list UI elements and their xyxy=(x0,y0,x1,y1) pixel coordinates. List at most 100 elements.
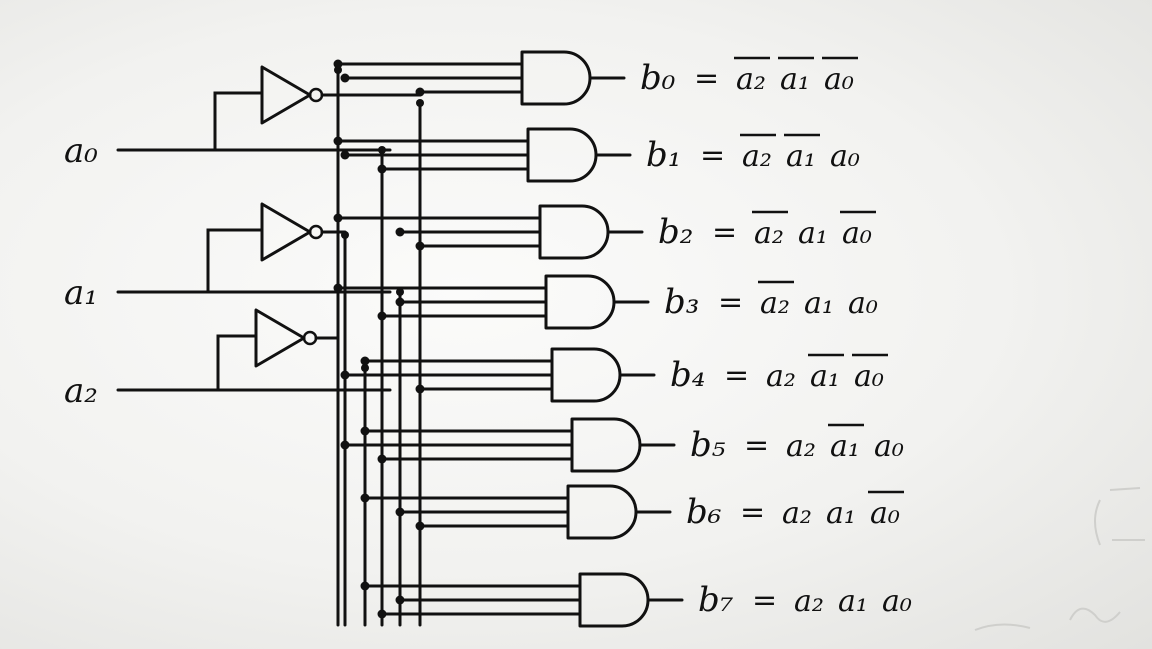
output-1-term-2: a₀ xyxy=(830,139,860,174)
input-label-2: a₂ xyxy=(64,371,98,411)
and-gate-6 xyxy=(566,484,638,540)
output-3-term-2: a₀ xyxy=(848,286,878,321)
ghost-scribble xyxy=(974,623,1031,631)
output-0-term-2: a₀ xyxy=(824,62,854,97)
and-gate-1 xyxy=(526,127,598,183)
junction-7-0 xyxy=(360,581,370,591)
output-2-term-1: a₁ xyxy=(798,216,828,251)
junction-layer xyxy=(333,59,425,619)
ghost-mark-top xyxy=(1094,487,1145,546)
output-4-term-1: a₁ xyxy=(810,359,840,394)
output-3-term-0: a₂ xyxy=(760,286,790,321)
bus-junction-a0 xyxy=(378,146,386,154)
output-7-term-2: a₀ xyxy=(882,584,912,619)
bus-junction-a1 xyxy=(396,288,404,296)
junction-0-0 xyxy=(333,59,343,69)
inverter-feed-0 xyxy=(213,91,264,152)
output-name-6: b₆ xyxy=(686,492,721,532)
inverter-feed-2 xyxy=(216,334,258,392)
junction-4-1 xyxy=(340,370,350,380)
output-1-term-0: a₂ xyxy=(742,139,772,174)
and-gate-7 xyxy=(578,572,650,628)
output-2-term-0: a₂ xyxy=(754,216,784,251)
ghost-mark-bottom xyxy=(1069,607,1121,623)
junction-5-2 xyxy=(377,454,387,464)
output-7-term-0: a₂ xyxy=(794,584,824,619)
bus-junction-a1n xyxy=(341,231,349,239)
output-4-term-0: a₂ xyxy=(766,359,796,394)
equals-sign-4: = xyxy=(724,358,749,393)
inverter-gate-0 xyxy=(260,65,312,125)
junction-3-0 xyxy=(333,283,343,293)
output-3-term-1: a₁ xyxy=(804,286,834,321)
junction-1-2 xyxy=(377,164,387,174)
output-name-5: b₅ xyxy=(690,425,726,465)
inverter-bubble-0 xyxy=(308,87,324,103)
equals-sign-5: = xyxy=(744,428,769,463)
equals-sign-3: = xyxy=(718,285,743,320)
bleed-through-marks xyxy=(974,487,1145,631)
and-gate-5 xyxy=(570,417,642,473)
gate-layer xyxy=(254,50,650,628)
and-gate-4 xyxy=(550,347,622,403)
junction-1-0 xyxy=(333,136,343,146)
inverter-bubble-1 xyxy=(308,224,324,240)
junction-6-0 xyxy=(360,493,370,503)
junction-6-2 xyxy=(415,521,425,531)
output-name-3: b₃ xyxy=(664,282,699,322)
junction-1-1 xyxy=(340,150,350,160)
output-0-term-0: a₂ xyxy=(736,62,766,97)
output-7-term-1: a₁ xyxy=(838,584,868,619)
inverter-feed-1 xyxy=(206,228,264,294)
output-5-term-1: a₁ xyxy=(830,429,860,464)
equals-sign-2: = xyxy=(712,215,737,250)
output-1-term-1: a₁ xyxy=(786,139,816,174)
inverter-gate-1 xyxy=(260,202,312,262)
junction-4-0 xyxy=(360,356,370,366)
junction-7-2 xyxy=(377,609,387,619)
and-gate-0 xyxy=(520,50,592,106)
output-5-term-0: a₂ xyxy=(786,429,816,464)
output-6-term-0: a₂ xyxy=(782,496,812,531)
output-2-term-2: a₀ xyxy=(842,216,872,251)
bus-junction-a2 xyxy=(361,364,369,372)
equals-sign-7: = xyxy=(752,583,777,618)
bus-junction-a0n xyxy=(416,99,424,107)
output-name-0: b₀ xyxy=(640,58,676,98)
output-0-term-1: a₁ xyxy=(780,62,810,97)
output-name-4: b₄ xyxy=(670,355,705,395)
equals-sign-6: = xyxy=(740,495,765,530)
output-6-term-2: a₀ xyxy=(870,496,900,531)
junction-6-1 xyxy=(395,507,405,517)
junction-3-1 xyxy=(395,297,405,307)
output-name-7: b₇ xyxy=(698,580,734,620)
junction-2-1 xyxy=(395,227,405,237)
wire-layer xyxy=(116,62,684,627)
junction-3-2 xyxy=(377,311,387,321)
junction-7-1 xyxy=(395,595,405,605)
junction-2-0 xyxy=(333,213,343,223)
output-6-term-1: a₁ xyxy=(826,496,856,531)
and-gate-2 xyxy=(538,204,610,260)
output-4-term-2: a₀ xyxy=(854,359,884,394)
junction-2-2 xyxy=(415,241,425,251)
inverter-gate-2 xyxy=(254,308,306,368)
input-label-0: a₀ xyxy=(64,131,98,171)
inverter-bubble-2 xyxy=(302,330,318,346)
output-name-2: b₂ xyxy=(658,212,693,252)
output-name-1: b₁ xyxy=(646,135,681,175)
junction-4-2 xyxy=(415,384,425,394)
junction-0-2 xyxy=(415,87,425,97)
and-gate-3 xyxy=(544,274,616,330)
junction-5-0 xyxy=(360,426,370,436)
input-label-1: a₁ xyxy=(64,273,98,313)
junction-5-1 xyxy=(340,440,350,450)
equals-sign-0: = xyxy=(694,61,719,96)
equals-sign-1: = xyxy=(700,138,725,173)
junction-0-1 xyxy=(340,73,350,83)
output-5-term-2: a₀ xyxy=(874,429,904,464)
